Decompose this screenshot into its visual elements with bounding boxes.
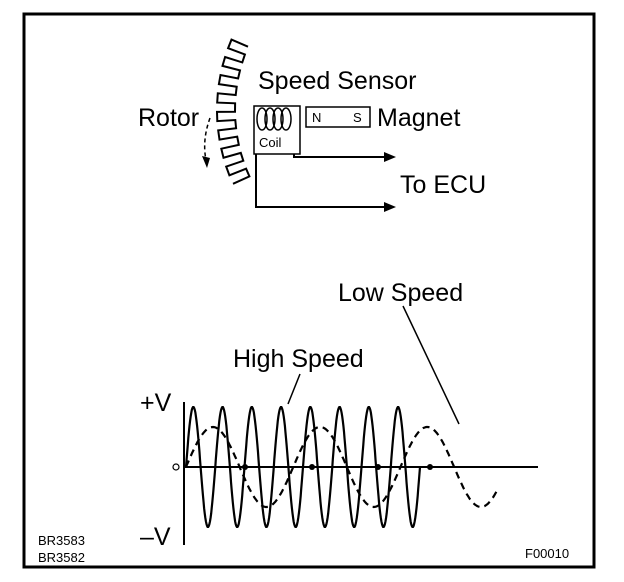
crossing-dot-3 <box>375 464 381 470</box>
magnet-pole-s: S <box>353 110 362 125</box>
high-speed-waveform <box>184 406 422 528</box>
crossing-dot-2 <box>309 464 315 470</box>
negative-voltage-label: –V <box>140 523 171 551</box>
coil-label: Coil <box>259 135 282 150</box>
speed-sensor-label: Speed Sensor <box>258 67 416 95</box>
wire-lower <box>255 154 386 208</box>
ecu-wires <box>255 152 396 212</box>
diagram-border <box>22 12 596 569</box>
rotor <box>202 38 251 185</box>
origin-label: 0 <box>171 462 177 474</box>
code-right: F00010 <box>525 546 569 561</box>
magnet-label: Magnet <box>377 104 460 132</box>
magnet-pole-n: N <box>312 110 321 125</box>
high-speed-label: High Speed <box>233 345 364 373</box>
low-speed-leader <box>402 305 460 425</box>
high-speed-leader <box>287 373 301 405</box>
wire-upper <box>293 154 386 158</box>
origin-marker <box>172 463 180 471</box>
crossing-dot-1 <box>242 464 248 470</box>
waveform-crossings <box>242 464 433 470</box>
crossing-dot-4 <box>427 464 433 470</box>
positive-voltage-label: +V <box>140 389 172 417</box>
code-left-bottom: BR3582 <box>38 550 85 565</box>
wire-upper-arrowhead <box>384 152 396 162</box>
rotor-label: Rotor <box>138 104 199 132</box>
waveform-axes: 0 +V –V <box>140 389 538 551</box>
coil: Coil <box>253 105 301 155</box>
magnet: N S <box>305 106 371 128</box>
magnet-bar <box>305 106 371 128</box>
rotation-arrowhead <box>202 156 210 168</box>
rotation-arrow <box>203 117 211 161</box>
to-ecu-label: To ECU <box>400 171 486 199</box>
low-speed-label: Low Speed <box>338 279 463 307</box>
rotor-teeth <box>215 38 251 185</box>
coil-outline <box>253 105 301 155</box>
wire-lower-arrowhead <box>384 202 396 212</box>
code-left-top: BR3583 <box>38 533 85 548</box>
